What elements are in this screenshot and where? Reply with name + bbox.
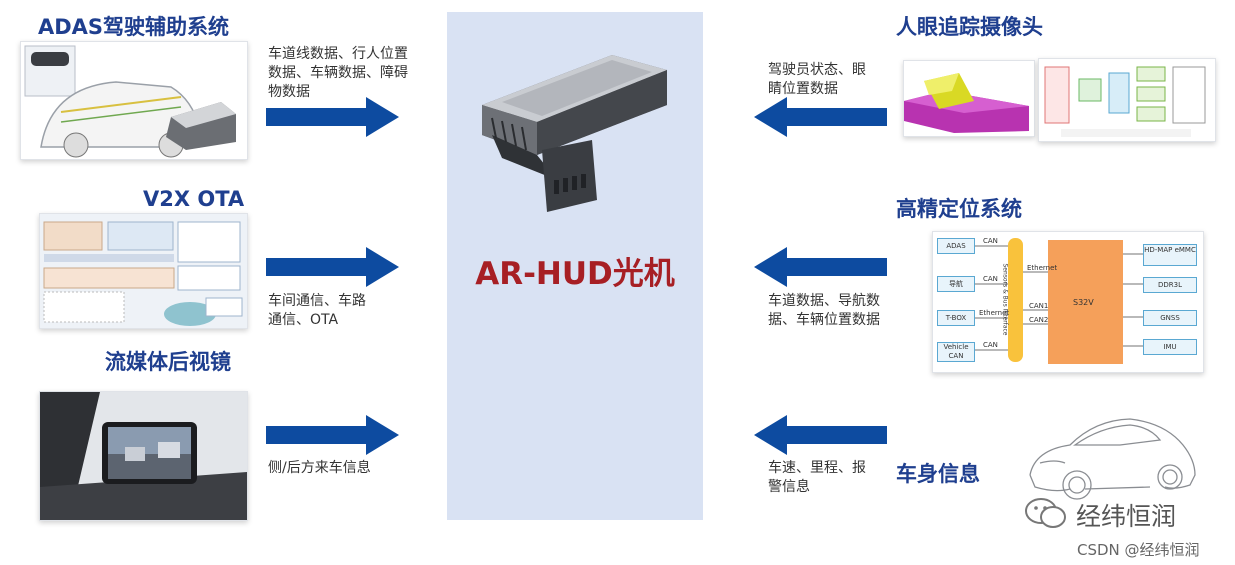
body-info-desc: 车速、里程、报警信息: [768, 460, 866, 495]
v2x-diagram-image: [39, 213, 248, 329]
bus-link-label: CAN2: [1029, 316, 1049, 324]
link-label: CAN: [983, 237, 998, 245]
bus-link-label: Ethernet: [1027, 264, 1058, 272]
adas-desc: 车道线数据、行人位置数据、车辆数据、障碍物数据: [268, 46, 408, 100]
rearview-desc: 侧/后方来车信息: [268, 460, 371, 476]
s32v-label: S32V: [1073, 298, 1094, 307]
link-label: Ethernet: [979, 309, 1010, 317]
ar-hud-device-illustration: [482, 55, 667, 212]
car-sketch-illustration: [1029, 418, 1196, 500]
rearview-arrow: [266, 415, 399, 455]
hd-positioning-desc: 车道数据、导航数据、车辆位置数据: [768, 293, 880, 328]
tbox-block: T-BOX: [937, 310, 975, 326]
v2x-title: V2X OTA: [143, 187, 245, 211]
nav-block: 导航: [937, 276, 975, 292]
adas-car-image: [20, 41, 248, 160]
wechat-icon: [1025, 498, 1066, 528]
center-label: AR-HUD光机: [475, 256, 675, 292]
eye-tracking-desc: 驾驶员状态、眼睛位置数据: [768, 62, 866, 97]
rearview-mirror-image: [39, 391, 248, 521]
hdmap-block: HD-MAP eMMC: [1143, 244, 1197, 266]
body-info-arrow: [754, 415, 887, 455]
csdn-credit: CSDN @经纬恒润: [1077, 541, 1200, 559]
eye-tracking-block-diagram: [1038, 58, 1216, 142]
watermark-text: 经纬恒润: [1076, 502, 1177, 531]
adas-arrow: [266, 97, 399, 137]
vehicle-can-block: Vehicle CAN: [937, 342, 975, 362]
hd-positioning-arrow: [754, 247, 887, 287]
v2x-arrow: [266, 247, 399, 287]
bus-label: Sensors & Bus Interface: [1001, 263, 1009, 336]
eye-tracking-arrow: [754, 97, 887, 137]
ddr-block: DDR3L: [1143, 277, 1197, 293]
rearview-title: 流媒体后视镜: [105, 350, 231, 374]
hd-positioning-diagram: ADAS 导航 T-BOX Vehicle CAN CAN CAN Ethern…: [932, 231, 1204, 373]
eye-tracking-camera-image: [903, 60, 1035, 137]
gnss-block: GNSS: [1143, 310, 1197, 326]
eye-tracking-title: 人眼追踪摄像头: [896, 15, 1043, 39]
adas-title: ADAS驾驶辅助系统: [38, 15, 230, 39]
adas-block: ADAS: [937, 238, 975, 254]
imu-block: IMU: [1143, 339, 1197, 355]
link-label: CAN: [983, 341, 998, 349]
link-label: CAN: [983, 275, 998, 283]
bus-link-label: CAN1: [1029, 302, 1049, 310]
v2x-desc: 车间通信、车路通信、OTA: [268, 293, 366, 328]
hd-positioning-title: 高精定位系统: [896, 197, 1022, 221]
body-info-title: 车身信息: [896, 462, 980, 486]
